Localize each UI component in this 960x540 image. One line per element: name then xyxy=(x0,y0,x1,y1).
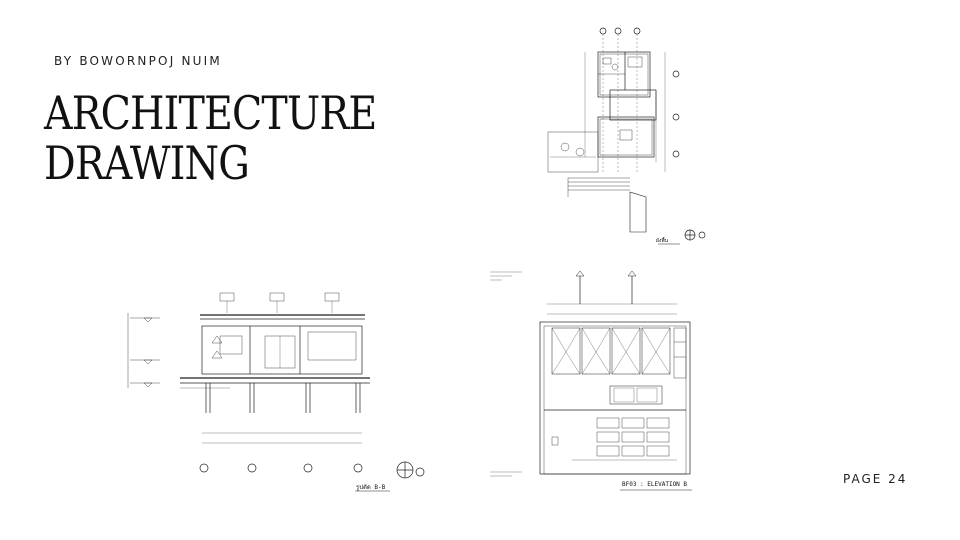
title-line-2: DRAWING xyxy=(44,136,250,190)
elevation-caption: BF03 : ELEVATION B xyxy=(622,481,688,488)
author-byline: BY BOWORNPOJ NUIM xyxy=(54,54,222,68)
title-line-1: ARCHITECTURE xyxy=(44,86,377,140)
page-number: PAGE 24 xyxy=(843,472,908,486)
section-caption: รูปตัด B-B xyxy=(356,484,386,491)
floor-plan-drawing: ผังพื้น xyxy=(540,22,720,254)
plan-caption: ผังพื้น xyxy=(656,238,669,244)
section-drawing: รูปตัด B-B xyxy=(120,288,432,498)
page-title: ARCHITECTURE DRAWING xyxy=(44,86,377,190)
elevation-drawing: BF03 : ELEVATION B xyxy=(482,262,712,498)
